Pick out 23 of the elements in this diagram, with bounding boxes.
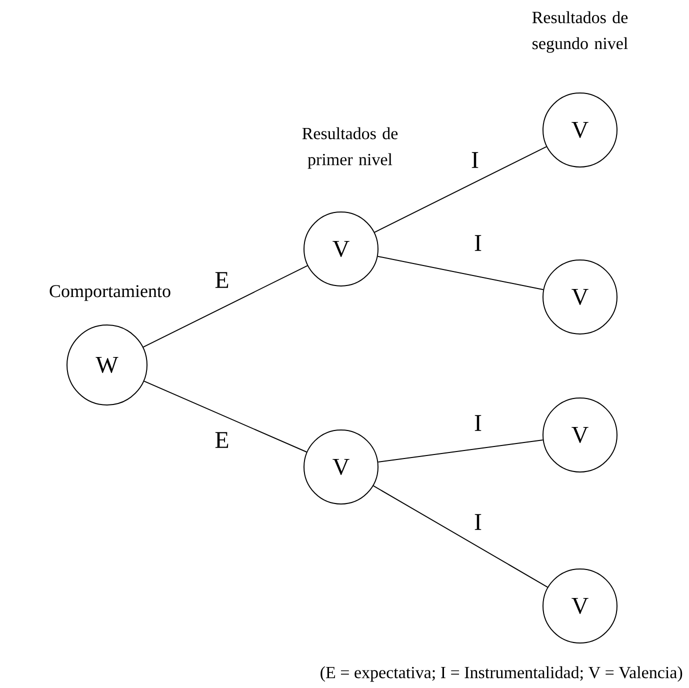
node-caption: Comportamiento (50, 285, 170, 301)
circle-node: W (66, 324, 148, 406)
edge-label: E (215, 432, 228, 448)
circle-node: V (304, 212, 378, 286)
connector-line (142, 265, 308, 348)
edge-label: I (474, 415, 482, 431)
connector-line (372, 485, 548, 588)
connector-line (378, 439, 544, 463)
level-heading: Resultados de segundo nivel (532, 11, 628, 53)
circle-node: V (542, 398, 618, 472)
edge-label: I (472, 152, 478, 168)
circle-node: V (542, 260, 618, 334)
circle-node: V (542, 568, 618, 644)
edge-label: I (474, 235, 482, 251)
connector-line (374, 146, 547, 233)
edge-label: I (474, 514, 482, 530)
level-heading: Resultados de primer nivel (302, 127, 398, 169)
circle-node: V (304, 430, 378, 504)
edge-label: E (215, 272, 228, 288)
connector-line (144, 380, 308, 453)
connector-line (377, 256, 544, 290)
circle-node: V (542, 92, 618, 168)
caption: (E = expectativa; I = Instrumentalidad; V = Valencia) (320, 666, 682, 682)
